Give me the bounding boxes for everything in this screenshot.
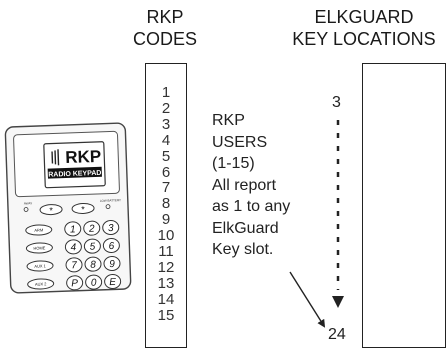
keypad-key-label: 0: [91, 278, 97, 289]
led-label-right: LOW BATTERY: [100, 198, 121, 203]
key-location-start-label: 3: [332, 94, 341, 111]
rkp-code-15: 15: [157, 306, 175, 324]
keypad-subtitle: RADIO KEYPAD: [48, 170, 101, 179]
subtitle-bar: [47, 166, 102, 179]
note-line: ElkGuard: [212, 219, 279, 237]
keypad-key: [83, 220, 101, 236]
keypad-key-label: E: [109, 277, 116, 288]
keypad-key-label: 7: [71, 260, 77, 271]
note-pointer-arrow: [289, 271, 326, 328]
key-location-end-label: 24: [328, 326, 346, 343]
rkp-users-note: RKP USERS (1-15) All report as 1 to any …: [212, 110, 290, 261]
elkguard-key-locations-header: ELKGUARD KEY LOCATIONS: [280, 6, 448, 50]
signal-icon: [51, 149, 60, 166]
func-key: [27, 278, 55, 290]
keypad-key: [102, 220, 120, 236]
rkp-code-11: 11: [158, 243, 174, 260]
keypad-key: [66, 275, 84, 291]
keypad-key: [65, 257, 83, 273]
keypad-key-label: 2: [88, 224, 95, 235]
keypad-key-label: 9: [109, 259, 115, 270]
note-line: as 1 to any: [212, 198, 291, 215]
keypad-key-label: 1: [70, 224, 76, 235]
rkp-code-1: 1: [161, 84, 171, 101]
keypad-key: [64, 221, 82, 237]
star-key-right: [71, 202, 95, 214]
keypad-key: [104, 273, 122, 289]
note-line: All report: [212, 176, 277, 194]
func-key: [25, 224, 53, 236]
func-key: [25, 242, 53, 254]
keypad-key: [64, 239, 82, 255]
func-key-label: AUX 2: [35, 281, 48, 286]
note-line: (1-15): [212, 155, 255, 172]
keypad-key: [84, 256, 102, 272]
func-key-label: ARM: [34, 227, 43, 232]
keypad-key-label: P: [71, 278, 78, 289]
dotted-range-arrow: [332, 120, 344, 308]
func-key-label: HOME: [33, 245, 45, 250]
rkp-code-3: 3: [161, 115, 171, 133]
star-key-left-label: *: [49, 206, 53, 216]
keypad-key: [83, 238, 101, 254]
elkguard-key-column: [362, 63, 446, 348]
rkp-code-8: 8: [161, 195, 171, 213]
rkp-code-7: 7: [161, 179, 171, 197]
keypad-key: [102, 238, 120, 254]
keypad-key: [103, 255, 121, 272]
keypad-key-label: 3: [108, 223, 114, 234]
star-key-right-label: *: [81, 204, 85, 214]
led-right-icon: [105, 204, 111, 210]
rkp-code-2: 2: [161, 99, 171, 117]
rkp-code-13: 13: [157, 274, 175, 292]
rkp-header-line1: RKP: [146, 7, 184, 27]
func-key-label: AUX 1: [34, 263, 47, 268]
keypad-key-label: 6: [108, 241, 114, 252]
keypad-key-label: 5: [89, 242, 95, 253]
elk-header-line2: KEY LOCATIONS: [292, 29, 436, 49]
rkp-code-6: 6: [161, 163, 171, 181]
keypad-brand: RKP: [65, 147, 102, 167]
note-line: USERS: [212, 133, 268, 151]
rkp-code-4: 4: [161, 131, 171, 149]
rkp-header-line2: CODES: [132, 29, 197, 49]
star-key-left: [39, 204, 63, 216]
elk-header-line1: ELKGUARD: [314, 7, 414, 27]
keypad-key-label: 4: [70, 242, 76, 253]
brand-label-bg: [61, 145, 103, 166]
led-left-icon: [23, 207, 29, 212]
note-line: Key slot.: [212, 241, 274, 258]
led-label-left: AWAY: [24, 201, 33, 205]
func-key: [26, 260, 54, 272]
rkp-code-10: 10: [157, 227, 175, 245]
rkp-code-9: 9: [161, 211, 171, 229]
rkp-code-14: 14: [157, 290, 175, 308]
rkp-codes-header: RKP CODES: [110, 6, 220, 50]
rkp-code-5: 5: [161, 147, 171, 165]
keypad-key: [85, 274, 103, 290]
rkp-code-12: 12: [157, 258, 175, 276]
note-line: RKP: [212, 112, 245, 129]
keypad-key-label: 8: [90, 260, 96, 271]
